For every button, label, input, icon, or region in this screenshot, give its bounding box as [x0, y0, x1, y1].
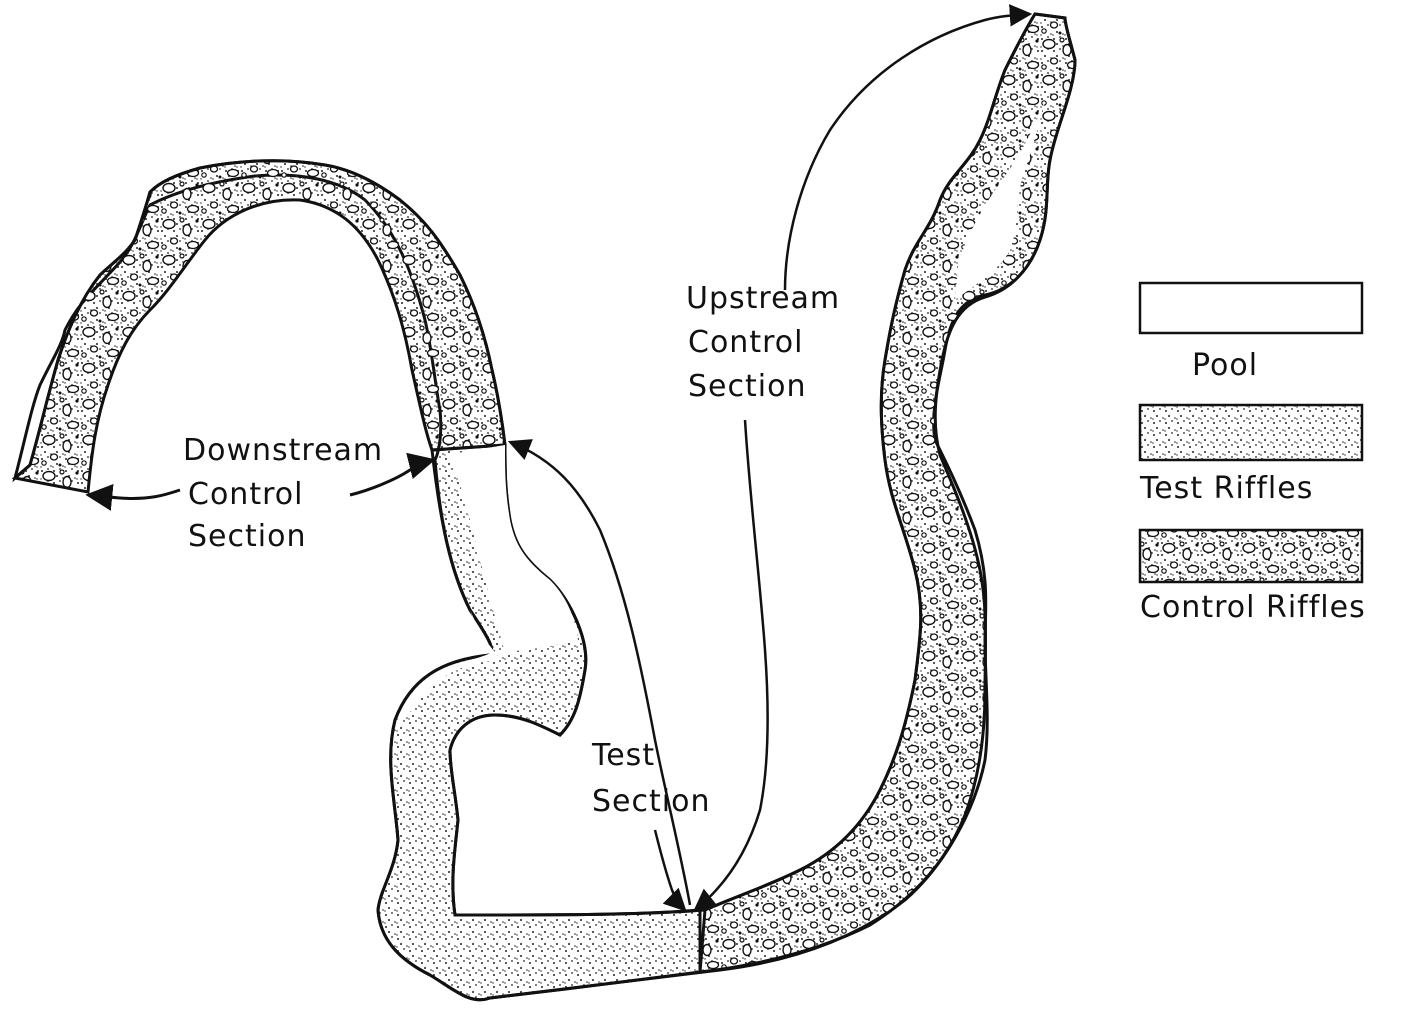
downstream-arrow-left: [88, 490, 180, 498]
downstream-label-line2: Control: [188, 477, 303, 512]
upstream-label-line2: Control: [688, 325, 803, 360]
test-label-line1: Test: [591, 738, 655, 773]
legend: Pool Test Riffles Control Riffles: [1139, 283, 1366, 625]
upstream-arrow-down: [695, 420, 768, 910]
legend-control-riffles-label: Control Riffles: [1140, 590, 1366, 625]
test-label-line2: Section: [592, 784, 710, 819]
legend-pool-swatch: [1140, 283, 1362, 333]
upstream-label-line1: Upstream: [686, 281, 840, 316]
test-arrow-down: [655, 830, 685, 910]
legend-control-riffles-swatch: [1140, 530, 1362, 582]
legend-test-riffles-label: Test Riffles: [1139, 471, 1313, 506]
downstream-label-line3: Section: [188, 519, 306, 554]
downstream-label-line1: Downstream: [183, 433, 383, 468]
legend-test-riffles-swatch: [1140, 405, 1362, 460]
legend-pool-label: Pool: [1192, 348, 1258, 383]
upstream-label-line3: Section: [688, 369, 806, 404]
